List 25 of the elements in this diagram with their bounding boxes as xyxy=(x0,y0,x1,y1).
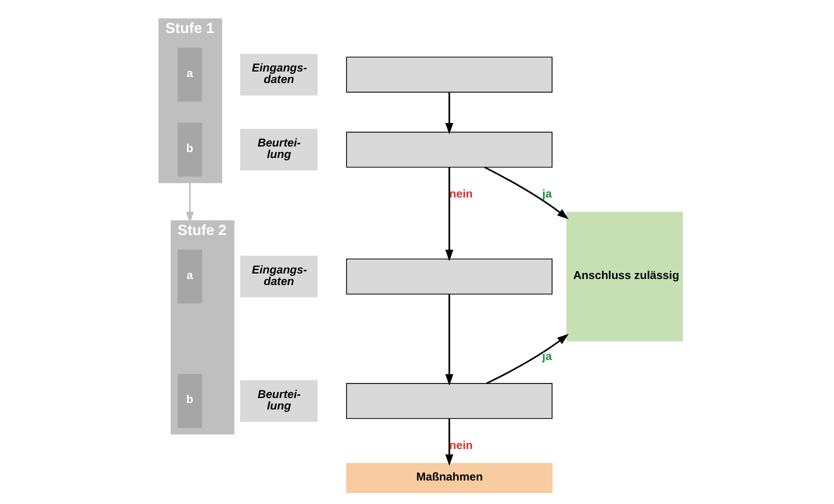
edge-label: ja xyxy=(542,350,552,362)
node-box: Beurtei- lung xyxy=(240,128,318,170)
node-box: Maßnahmen xyxy=(346,462,552,493)
arrow xyxy=(486,333,568,384)
node-box: Eingangs- daten xyxy=(240,53,318,95)
node-box: a xyxy=(177,47,202,102)
node-box: Eingangs- daten xyxy=(240,255,318,297)
arrow xyxy=(484,166,568,219)
arrow xyxy=(444,294,453,386)
edge-label: nein xyxy=(448,439,472,452)
node-box xyxy=(346,131,552,168)
arrow xyxy=(444,418,453,466)
edge-label: ja xyxy=(542,188,552,200)
arrow xyxy=(444,92,453,134)
edge-label: nein xyxy=(448,188,472,200)
node-box xyxy=(346,258,552,294)
node-box: Anschluss zulässig xyxy=(566,211,683,341)
node-box: b xyxy=(177,374,202,428)
arrow xyxy=(185,182,194,223)
node-box xyxy=(346,382,552,418)
node-box: Beurtei- lung xyxy=(240,380,318,422)
node-box: a xyxy=(177,249,202,303)
node-box xyxy=(346,56,552,92)
arrow xyxy=(444,166,453,261)
node-box: b xyxy=(177,122,202,176)
